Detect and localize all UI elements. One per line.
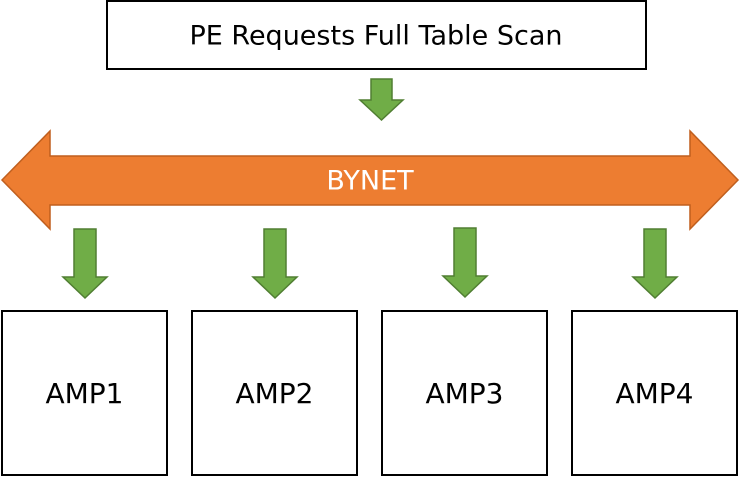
amp3-node: AMP3: [381, 310, 548, 476]
amp2-box: [191, 310, 358, 476]
pe-request-node: PE Requests Full Table Scan: [106, 0, 647, 70]
pe-request-label: PE Requests Full Table Scan: [189, 21, 562, 52]
bynet-to-amp4-arrow: [631, 228, 679, 300]
amp1-label: AMP1: [45, 377, 123, 410]
bynet-to-amp3-arrow: [441, 227, 489, 299]
amp4-node: AMP4: [571, 310, 738, 476]
amp4-box: [571, 310, 738, 476]
amp2-node: AMP2: [191, 310, 358, 476]
bynet-double-arrow: [0, 129, 740, 231]
pe-request-box: [106, 0, 647, 70]
amp3-label: AMP3: [425, 377, 503, 410]
bynet-label: BYNET: [326, 166, 414, 197]
amp1-node: AMP1: [1, 310, 168, 476]
bynet-to-amp2-arrow: [251, 228, 299, 300]
bynet-to-amp1-arrow: [61, 228, 109, 300]
amp2-label: AMP2: [235, 377, 313, 410]
bynet-node: BYNET: [0, 129, 740, 231]
pe-to-bynet-arrow: [358, 78, 405, 122]
amp4-label: AMP4: [615, 377, 693, 410]
amp1-box: [1, 310, 168, 476]
amp3-box: [381, 310, 548, 476]
